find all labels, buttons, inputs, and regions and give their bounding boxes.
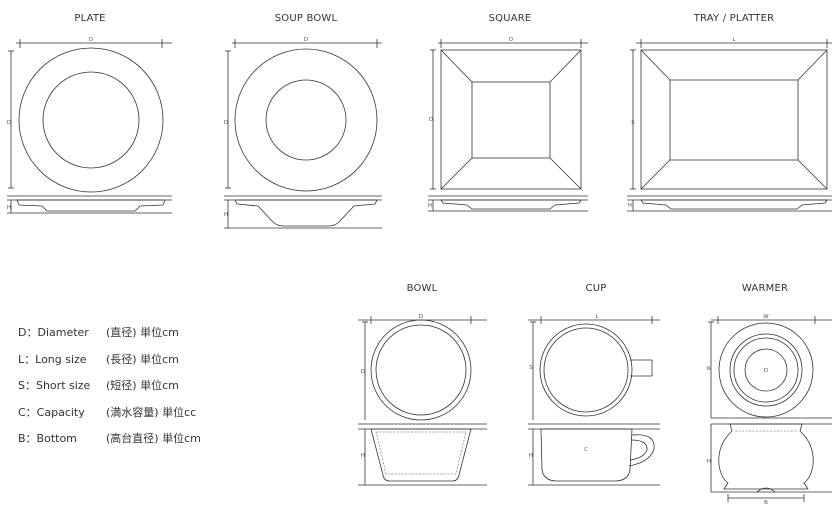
plate-dim-h: H [7,205,11,211]
warmer-dim-w-vertical: W [706,366,712,372]
bowl-dim-d: D [419,314,423,320]
bowl-drawing [358,316,487,486]
tray-dim-l: L [732,37,736,43]
bowl-dim-d-vertical: D [361,369,365,375]
tray-dim-s: S [631,120,635,126]
bowl-dim-h: H [361,453,365,459]
warmer-dim-w: W [763,314,769,320]
legend-value: (高台直径) 単位cm [106,432,201,445]
soup-bowl-dim-d-vertical: D [224,120,228,126]
warmer-dim-b: B [764,500,768,506]
warmer-drawing [708,316,832,502]
cup-dim-s: S [529,365,533,371]
square-dim-d: D [509,37,513,43]
plate-drawing [7,39,172,214]
title-soup-bowl: SOUP BOWL [274,13,338,24]
title-cup: CUP [585,283,607,294]
title-square: SQUARE [488,13,532,24]
title-warmer: WARMER [741,283,789,294]
tray-platter-drawing [627,39,832,212]
square-plate-drawing [428,39,588,212]
cup-drawing [528,316,660,486]
cup-dim-l: L [595,314,599,320]
legend-key: L：Long size [18,352,87,366]
plate-dim-d: D [89,37,93,43]
title-bowl: BOWL [406,283,438,294]
square-dim-h: H [428,203,432,209]
legend-value: (長径) 単位cm [106,352,179,366]
legend-row-short-size: S：Short size (短径) 単位cm [18,377,201,404]
cup-dim-h: H [529,453,533,459]
cup-dim-c: C [584,447,588,453]
units-legend: D：Diameter (直径) 単位cm L：Long size (長径) 単位… [18,324,201,457]
legend-row-bottom: B：Bottom (高台直径) 単位cm [18,430,201,457]
legend-row-diameter: D：Diameter (直径) 単位cm [18,324,201,351]
square-dim-d-vertical: D [429,117,433,123]
legend-key: C：Capacity [18,405,85,419]
soup-bowl-drawing [224,39,382,229]
legend-value: (満水容量) 単位cc [106,405,197,419]
title-plate: PLATE [74,13,106,24]
legend-value: (直径) 単位cm [106,326,179,339]
legend-row-long-size: L：Long size (長径) 単位cm [18,351,201,378]
legend-value: (短径) 単位cm [106,379,179,392]
soup-bowl-dim-d: D [304,37,308,43]
warmer-dim-h: H [707,459,711,465]
warmer-dim-d: D [764,368,768,374]
soup-bowl-dim-h: H [224,212,228,218]
legend-key: D：Diameter [18,326,89,339]
plate-dim-d-vertical: D [7,120,11,126]
legend-row-capacity: C：Capacity (満水容量) 単位cc [18,404,201,431]
title-tray-platter: TRAY / PLATTER [693,13,775,24]
legend-key: B：Bottom [18,432,77,445]
legend-key: S：Short size [18,379,91,392]
tray-dim-h: H [628,203,632,209]
